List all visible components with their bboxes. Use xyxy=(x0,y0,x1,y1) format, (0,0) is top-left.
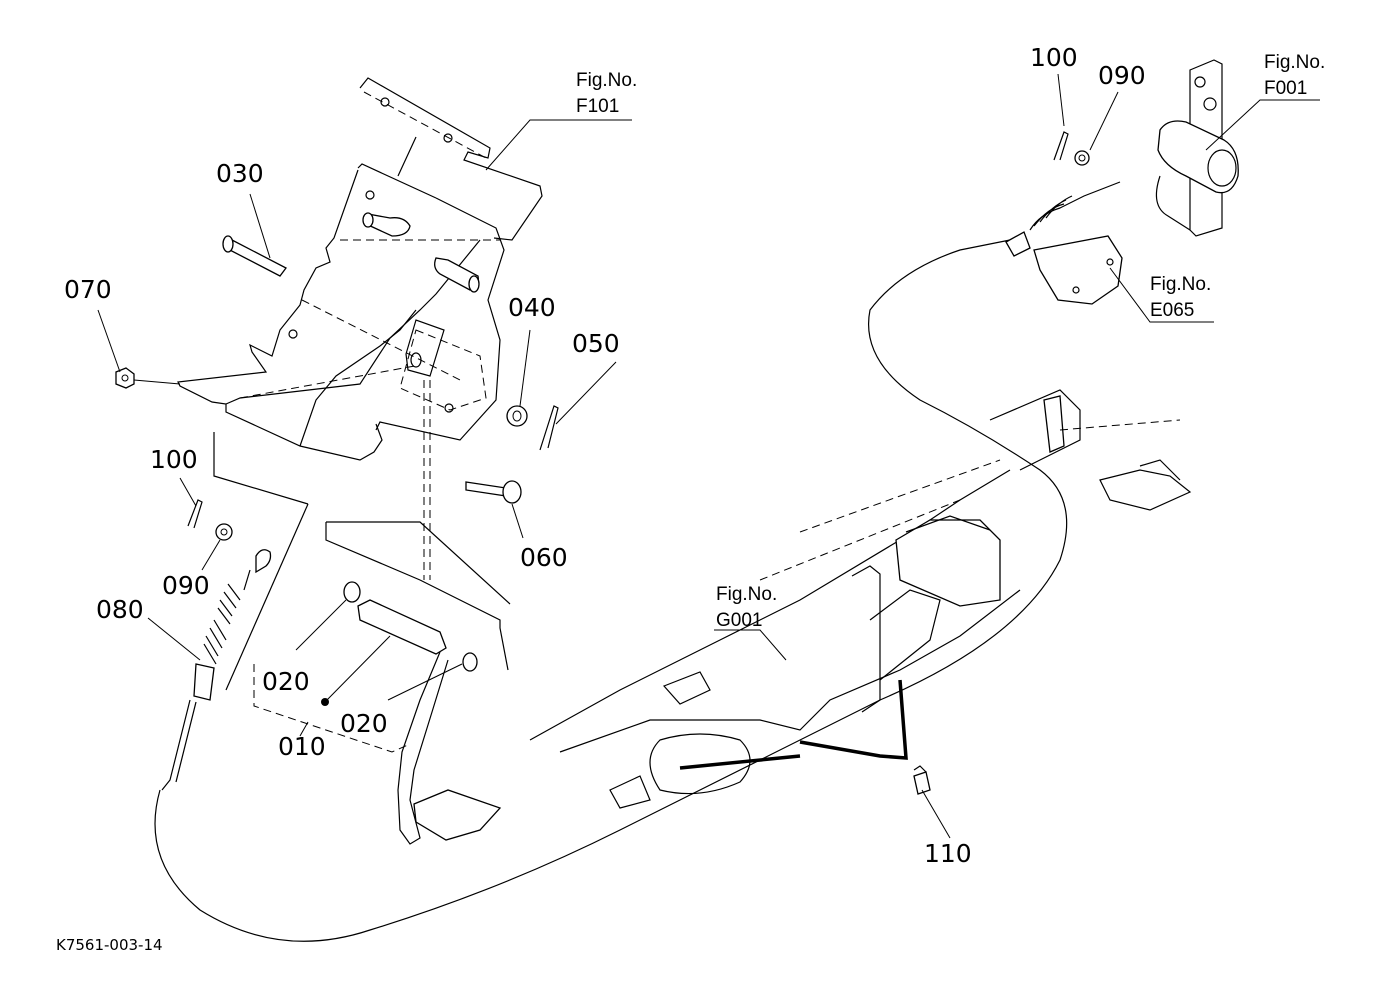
fig-ref-g001: Fig.No. G001 xyxy=(716,584,777,631)
callout-090-left: 090 xyxy=(162,571,210,600)
cotter-100-right xyxy=(1053,131,1069,161)
callout-100-right: 100 xyxy=(1030,43,1078,72)
callout-030: 030 xyxy=(216,159,264,188)
fig-ref-number: G001 xyxy=(716,610,762,631)
callout-050: 050 xyxy=(572,329,620,358)
washer-090-right xyxy=(1074,150,1090,166)
clip-110 xyxy=(913,765,931,795)
fig-ref-prefix: Fig.No. xyxy=(1150,274,1211,295)
lever-assembly xyxy=(1033,59,1239,305)
callout-070: 070 xyxy=(64,275,112,304)
washer-070 xyxy=(115,367,135,389)
callout-080: 080 xyxy=(96,595,144,624)
leader-lines xyxy=(97,73,1320,839)
fig-ref-number: F001 xyxy=(1264,78,1307,99)
bolt-060 xyxy=(465,480,522,504)
fig-ref-e065: Fig.No. E065 xyxy=(1150,274,1211,321)
callout-100-left: 100 xyxy=(150,445,198,474)
fig-ref-number: F101 xyxy=(576,96,619,117)
callout-090-right: 090 xyxy=(1098,61,1146,90)
drawing-code: K7561-003-14 xyxy=(56,936,163,954)
callout-110: 110 xyxy=(924,839,972,868)
callout-020-a: 020 xyxy=(262,667,310,696)
fig-ref-prefix: Fig.No. xyxy=(716,584,777,605)
fig-ref-number: E065 xyxy=(1150,300,1194,321)
washer-040 xyxy=(506,405,528,427)
fig-ref-prefix: Fig.No. xyxy=(1264,52,1325,73)
chassis-frame xyxy=(529,389,1192,809)
fig-ref-prefix: Fig.No. xyxy=(576,70,637,91)
callout-040: 040 xyxy=(508,293,556,322)
pedal-bracket xyxy=(177,77,543,580)
fig-ref-f101: Fig.No. F101 xyxy=(576,70,637,117)
callout-060: 060 xyxy=(520,543,568,572)
fig-ref-f001: Fig.No. F001 xyxy=(1264,52,1325,99)
cotter-050 xyxy=(539,405,559,451)
brake-cable xyxy=(154,181,1121,942)
clevis-pin-030 xyxy=(222,235,287,277)
callout-010: 010 xyxy=(278,732,326,761)
brake-pedal xyxy=(213,432,511,845)
cotter-100-left xyxy=(187,499,203,529)
washer-090-left xyxy=(215,523,233,541)
callout-020-b: 020 xyxy=(340,709,388,738)
